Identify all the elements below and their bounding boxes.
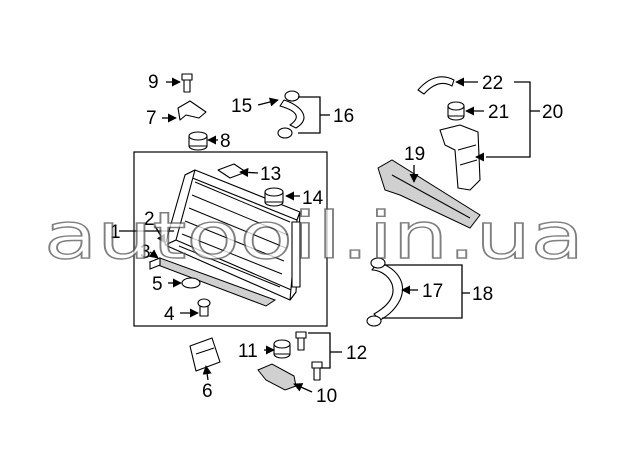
callout-22: 22 <box>482 73 503 94</box>
part-4-drain-plug <box>197 298 211 317</box>
callout-6: 6 <box>202 381 213 402</box>
part-8-cushion <box>188 131 208 151</box>
callout-17: 17 <box>422 281 443 302</box>
lower-seal-strip <box>148 257 277 307</box>
watermark-text: autooil.in.ua <box>44 200 584 274</box>
callout-12: 12 <box>346 343 367 364</box>
callout-2: 2 <box>144 209 155 230</box>
part-20-reservoir-tank <box>439 124 481 191</box>
leader-lines <box>119 77 540 393</box>
callout-21: 21 <box>488 102 509 123</box>
part-12-bolts <box>295 331 323 381</box>
part-9-bolt <box>181 73 193 93</box>
callout-5: 5 <box>152 274 163 295</box>
part-5-o-ring <box>181 277 201 289</box>
callout-10: 10 <box>316 386 337 407</box>
part-11-cushion <box>273 339 291 359</box>
part-19-baffle <box>377 159 481 229</box>
callout-8: 8 <box>220 131 231 152</box>
callout-9: 9 <box>148 72 159 93</box>
callout-16: 16 <box>333 106 354 127</box>
callout-7: 7 <box>146 108 157 129</box>
upper-hose <box>277 90 305 139</box>
lower-hose <box>366 257 404 327</box>
radiator-core <box>164 169 301 301</box>
part-14-cap <box>264 187 284 207</box>
callout-3: 3 <box>140 242 151 263</box>
part-7-bracket <box>177 100 207 121</box>
callout-18: 18 <box>472 284 493 305</box>
callout-11: 11 <box>238 341 258 362</box>
callout-14: 14 <box>302 188 324 209</box>
radiator-assembly-frame <box>133 151 328 327</box>
callout-15: 15 <box>231 96 252 117</box>
part-13-pad <box>217 163 247 179</box>
part-21-reservoir-cap <box>447 101 465 121</box>
callout-20: 20 <box>542 102 563 123</box>
callout-19: 19 <box>404 144 425 165</box>
part-22-overflow-hose <box>417 76 455 95</box>
callout-13: 13 <box>260 164 281 185</box>
callout-4: 4 <box>164 304 175 325</box>
part-10-bracket <box>257 363 297 391</box>
part-6-shroud <box>189 337 221 372</box>
callout-1: 1 <box>110 222 121 243</box>
